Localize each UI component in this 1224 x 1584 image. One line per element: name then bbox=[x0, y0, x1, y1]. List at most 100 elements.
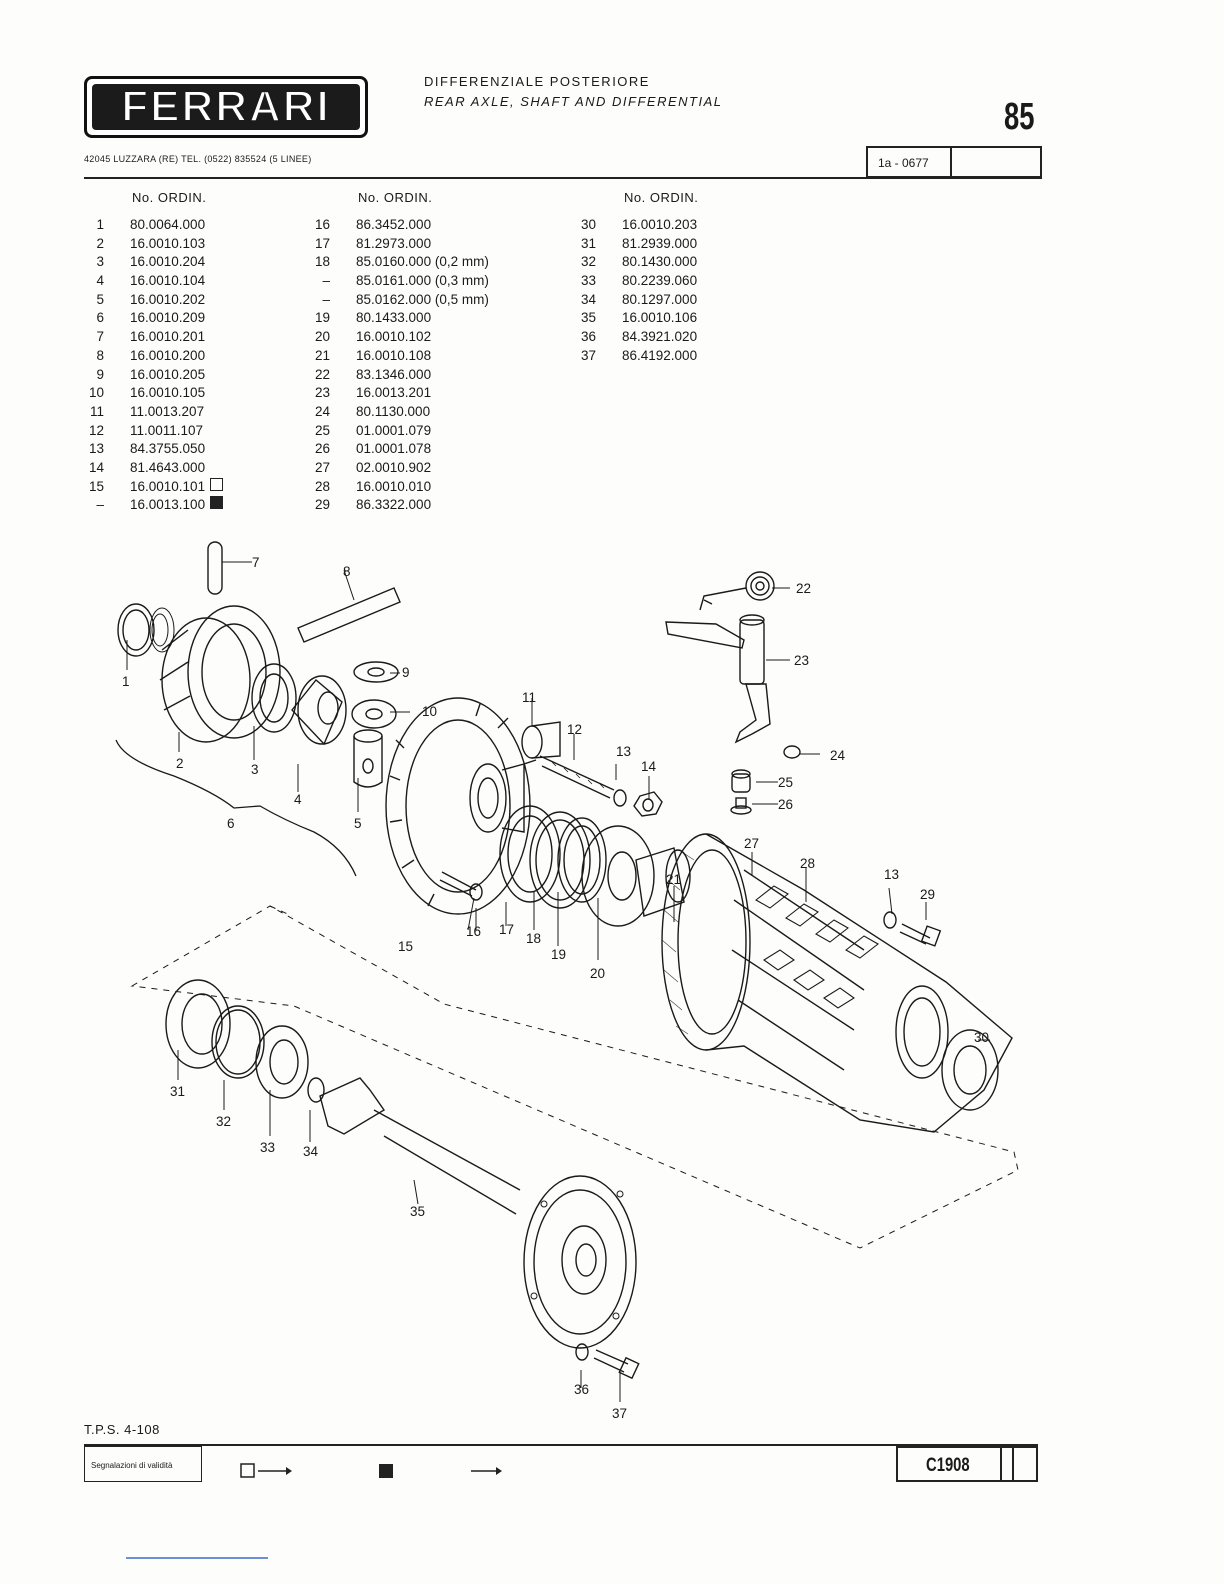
part-order-code: 81.4643.000 bbox=[130, 459, 206, 475]
part-order-code: 81.2939.000 bbox=[622, 235, 698, 251]
empty-square-icon bbox=[210, 477, 224, 491]
part-order-code: 81.2973.000 bbox=[356, 235, 432, 251]
callout-13b: 13 bbox=[884, 867, 900, 882]
part-number: 7 bbox=[96, 329, 104, 345]
part-order-code: 86.4192.000 bbox=[622, 347, 698, 363]
part-order-code: 16.0010.101 bbox=[130, 478, 206, 494]
part-number: 14 bbox=[88, 459, 104, 475]
callout-36: 36 bbox=[574, 1382, 590, 1397]
callout-28: 28 bbox=[800, 856, 816, 871]
part-number: 19 bbox=[314, 310, 330, 326]
part-number: 9 bbox=[96, 366, 104, 382]
part-row: 19 80.1433.000 bbox=[308, 309, 489, 328]
part-number: 34 bbox=[580, 291, 596, 307]
callout-5: 5 bbox=[354, 816, 362, 831]
company-address: 42045 LUZZARA (RE) TEL. (0522) 835524 (5… bbox=[84, 154, 312, 164]
callout-35: 35 bbox=[410, 1204, 426, 1219]
callout-1: 1 bbox=[122, 674, 130, 689]
part-order-code: 16.0010.103 bbox=[130, 235, 206, 251]
part-number: 4 bbox=[96, 273, 104, 289]
part-number: 17 bbox=[314, 235, 330, 251]
part-order-code: 16.0010.200 bbox=[130, 347, 206, 363]
callout-37: 37 bbox=[612, 1406, 628, 1421]
part-number: 20 bbox=[314, 329, 330, 345]
part-number: 5 bbox=[96, 291, 104, 307]
part-order-code: 11.0011.107 bbox=[130, 422, 204, 438]
callout-7: 7 bbox=[252, 555, 260, 570]
exploded-parts-diagram bbox=[115, 541, 1019, 1402]
callout-11: 11 bbox=[522, 690, 537, 705]
part-number: 33 bbox=[580, 273, 596, 289]
part-number: 12 bbox=[88, 422, 104, 438]
legend-filled-square-icon bbox=[379, 1464, 393, 1478]
part-row: 26 01.0001.078 bbox=[308, 440, 489, 459]
part-number: 11 bbox=[89, 403, 104, 419]
callout-16: 16 bbox=[466, 924, 482, 939]
part-row: – 85.0162.000 (0,5 mm) bbox=[308, 291, 489, 310]
part-number: 29 bbox=[314, 497, 330, 513]
callout-32: 32 bbox=[216, 1114, 232, 1129]
part-row: 4 16.0010.104 bbox=[82, 272, 223, 291]
logo-text: FERRARI bbox=[120, 81, 331, 132]
part-order-code: 01.0001.078 bbox=[356, 441, 432, 457]
filled-square-icon bbox=[210, 496, 224, 510]
part-order-code: 16.0010.201 bbox=[130, 329, 206, 345]
blue-underline bbox=[126, 1557, 268, 1559]
part-order-code: 85.0162.000 (0,5 mm) bbox=[356, 291, 489, 307]
part-number: 3 bbox=[96, 254, 104, 270]
callout-13: 13 bbox=[616, 744, 632, 759]
title-english: REAR AXLE, SHAFT AND DIFFERENTIAL bbox=[424, 94, 723, 109]
callout-17: 17 bbox=[499, 922, 515, 937]
part-order-code: 84.3755.050 bbox=[130, 441, 206, 457]
callout-9: 9 bbox=[402, 665, 410, 680]
part-order-code: 16.0010.106 bbox=[622, 310, 698, 326]
part-number: 18 bbox=[314, 254, 330, 270]
part-number: 21 bbox=[314, 347, 330, 363]
part-order-code: 16.0010.202 bbox=[130, 291, 206, 307]
part-row: 17 81.2973.000 bbox=[308, 235, 489, 254]
column-header-2: No. ORDIN. bbox=[358, 190, 433, 205]
part-number: – bbox=[96, 497, 104, 513]
part-order-code: 85.0161.000 (0,3 mm) bbox=[356, 273, 489, 289]
part-number: 27 bbox=[314, 459, 330, 475]
callout-19: 19 bbox=[551, 947, 567, 962]
footer-divider bbox=[84, 1444, 1038, 1446]
part-number: 36 bbox=[580, 329, 596, 345]
part-number: 26 bbox=[314, 441, 330, 457]
part-order-code: 80.1433.000 bbox=[356, 310, 432, 326]
part-number: 25 bbox=[314, 422, 330, 438]
callout-21: 21 bbox=[666, 872, 682, 887]
part-number: 22 bbox=[314, 366, 330, 382]
part-number: – bbox=[322, 291, 330, 307]
callout-30: 30 bbox=[974, 1030, 990, 1045]
part-order-code: 16.0010.104 bbox=[130, 273, 206, 289]
callout-22: 22 bbox=[796, 581, 812, 596]
part-number: 24 bbox=[314, 403, 330, 419]
part-order-code: 80.1430.000 bbox=[622, 254, 698, 270]
callout-27: 27 bbox=[744, 836, 760, 851]
callout-20: 20 bbox=[590, 966, 606, 981]
callout-24: 24 bbox=[830, 748, 846, 763]
part-order-code: 86.3452.000 bbox=[356, 217, 432, 232]
